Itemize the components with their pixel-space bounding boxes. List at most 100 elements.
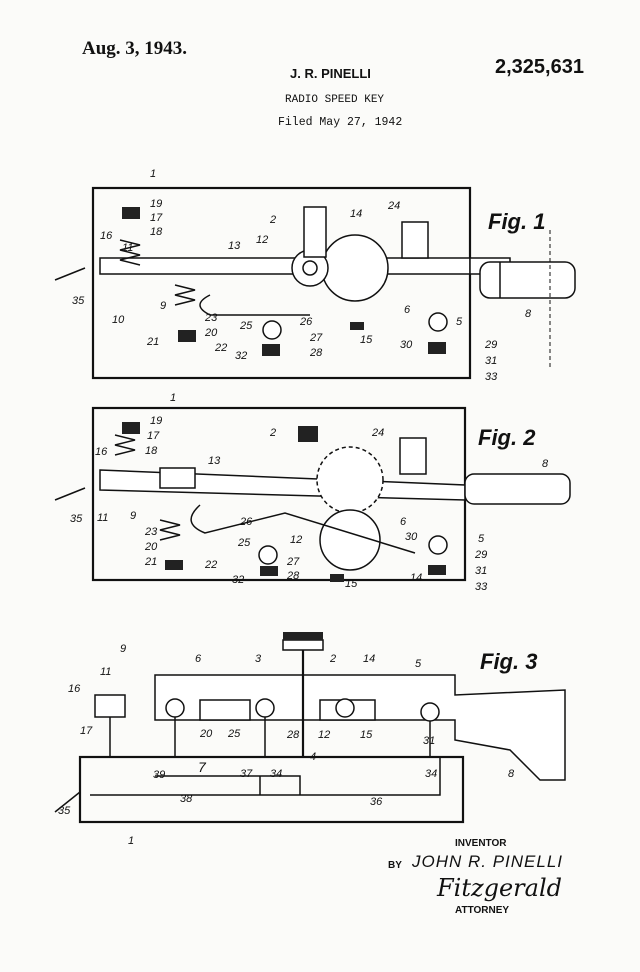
ref-numeral: 38	[180, 793, 193, 805]
figure-2-label: Fig. 2	[478, 425, 536, 450]
ref-numeral: 1	[128, 835, 135, 847]
ref-numeral: 11	[100, 666, 112, 678]
ref-numeral: 32	[232, 574, 245, 586]
ref-numeral: 30	[405, 531, 418, 543]
ref-numeral: 8	[508, 768, 515, 780]
ref-numeral: 14	[350, 208, 363, 220]
ref-numeral: 2	[330, 653, 337, 665]
ref-numeral: 6	[195, 653, 202, 665]
ref-numeral: 7	[198, 759, 206, 775]
ref-numeral: 17	[150, 212, 163, 224]
ref-numeral: 29	[475, 549, 488, 561]
ref-numeral: 28	[287, 729, 300, 741]
ref-numeral: 31	[423, 735, 436, 747]
patent-date: Aug. 3, 1943.	[82, 38, 188, 59]
figure-3-drawing	[54, 632, 566, 824]
ref-numeral: 9	[120, 643, 127, 655]
ref-numeral: 35	[70, 513, 83, 525]
ref-numeral: 10	[112, 314, 125, 326]
ref-numeral: 22	[205, 559, 218, 571]
ref-numeral: 35	[58, 805, 71, 817]
ref-numeral: 15	[360, 729, 373, 741]
ref-numeral: 4	[310, 751, 317, 763]
ref-numeral: 16	[68, 683, 81, 695]
patent-title: RADIO SPEED KEY	[285, 94, 385, 106]
ref-numeral: 33	[475, 581, 488, 593]
ref-numeral: 20	[145, 541, 158, 553]
ref-numeral: 29	[485, 339, 498, 351]
ref-numeral: 33	[485, 371, 498, 383]
ref-numeral: 30	[400, 339, 413, 351]
ref-numeral: 12	[290, 534, 303, 546]
figure-1-drawing	[54, 186, 576, 380]
ref-numeral: 17	[147, 430, 160, 442]
patent-number: 2,325,631	[495, 56, 584, 78]
ref-numeral: 34	[270, 768, 283, 780]
ref-numeral: 8	[525, 308, 532, 320]
ref-numeral: 36	[370, 796, 383, 808]
ref-numeral: 31	[485, 355, 498, 367]
ref-numeral: 31	[475, 565, 488, 577]
ref-numeral: 12	[256, 234, 269, 246]
ref-numeral: 2	[270, 214, 277, 226]
ref-numeral: 17	[80, 725, 93, 737]
ref-numeral: 2	[270, 427, 277, 439]
ref-numeral: 14	[410, 572, 423, 584]
ref-numeral: 16	[100, 230, 113, 242]
ref-numeral: 14	[363, 653, 376, 665]
ref-numeral: 6	[404, 304, 411, 316]
ref-numeral: 13	[208, 455, 221, 467]
inventor-label: INVENTOR	[455, 838, 507, 849]
ref-numeral: 5	[415, 658, 422, 670]
ref-numeral: 39	[153, 769, 166, 781]
ref-numeral: 16	[95, 446, 108, 458]
ref-numeral: 21	[147, 336, 160, 348]
ref-numeral: 25	[240, 320, 253, 332]
attorney-signature: Fitzgerald	[437, 874, 563, 902]
ref-numeral: 27	[287, 556, 300, 568]
ref-numeral: 1	[150, 168, 157, 180]
figure-1-label: Fig. 1	[488, 209, 546, 234]
ref-numeral: 9	[130, 510, 137, 522]
ref-numeral: 20	[200, 728, 213, 740]
ref-numeral: 15	[345, 578, 358, 590]
ref-numeral: 23	[205, 312, 218, 324]
ref-numeral: 15	[360, 334, 373, 346]
ref-numeral: 20	[205, 327, 218, 339]
ref-numeral: 32	[235, 350, 248, 362]
filed-date: Filed May 27, 1942	[278, 116, 403, 129]
ref-numeral: 12	[318, 729, 331, 741]
attorney-label: ATTORNEY	[455, 905, 510, 916]
ref-numeral: 25	[238, 537, 251, 549]
ref-numeral: 9	[160, 300, 167, 312]
ref-numeral: 5	[478, 533, 485, 545]
ref-numeral: 11	[122, 242, 134, 254]
figure-3-label: Fig. 3	[480, 649, 538, 674]
ref-numeral: 27	[310, 332, 323, 344]
ref-numeral: 23	[145, 526, 158, 538]
ref-numeral: 25	[228, 728, 241, 740]
ref-numeral: 18	[145, 445, 158, 457]
ref-numeral: 8	[542, 458, 549, 470]
inventor-header: J. R. PINELLI	[290, 66, 371, 81]
ref-numeral: 28	[310, 347, 323, 359]
ref-numeral: 6	[400, 516, 407, 528]
ref-numeral: 19	[150, 415, 163, 427]
ref-numeral: 1	[170, 392, 177, 404]
ref-numeral: 18	[150, 226, 163, 238]
ref-numeral: 34	[425, 768, 438, 780]
by-label: BY	[388, 860, 402, 871]
ref-numeral: 37	[240, 768, 253, 780]
ref-numeral: 24	[388, 200, 401, 212]
ref-numeral: 26	[300, 316, 313, 328]
ref-numeral: 3	[255, 653, 262, 665]
ref-numeral: 5	[456, 316, 463, 328]
ref-numeral: 26	[240, 516, 253, 528]
ref-numeral: 22	[215, 342, 228, 354]
ref-numeral: 24	[372, 427, 385, 439]
figure-2-drawing	[54, 406, 571, 582]
ref-numeral: 35	[72, 295, 85, 307]
ref-numeral: 21	[145, 556, 158, 568]
